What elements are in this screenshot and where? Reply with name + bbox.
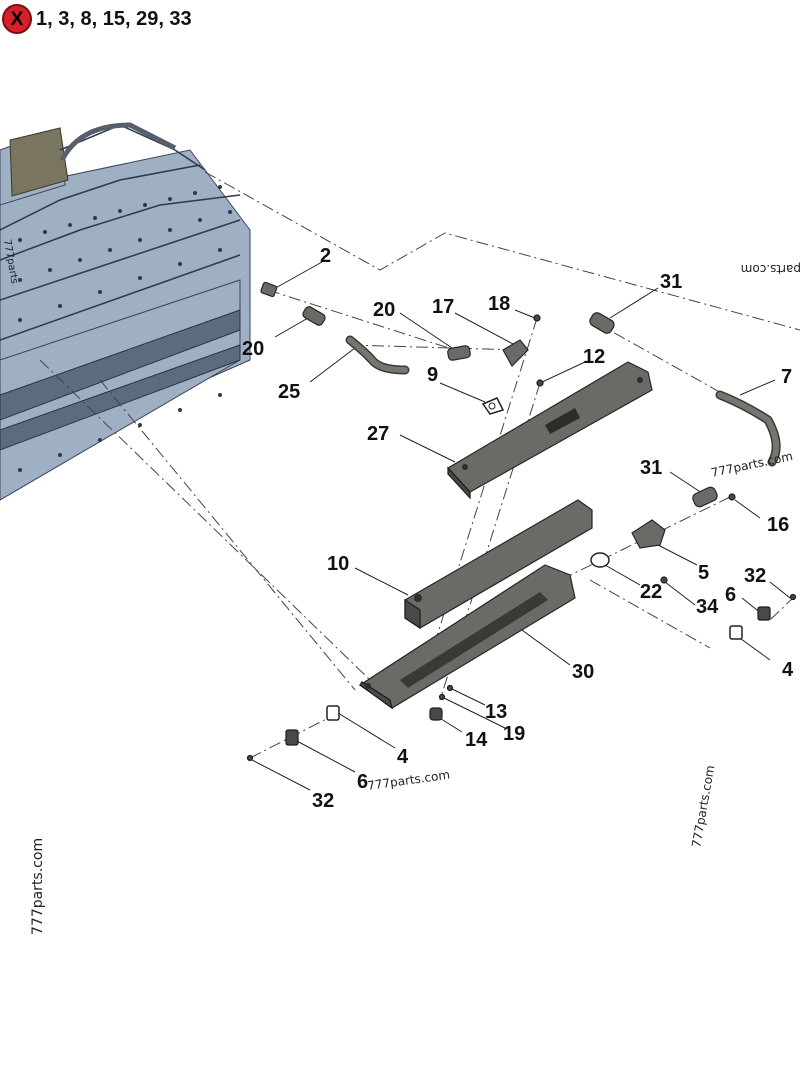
callout-14: 14 (465, 729, 488, 751)
part-7-tube (715, 390, 781, 467)
part-6-block-left (285, 729, 299, 746)
watermark-mid-right: 777parts.com (710, 449, 794, 480)
watermark-bottom-right: 777parts.com (689, 764, 717, 848)
x-circle-icon: X (2, 4, 32, 34)
callout-6-left: 6 (357, 771, 368, 793)
x-icon-glyph: X (10, 8, 24, 30)
part-27-cover (447, 361, 653, 500)
part-9-gasket (481, 397, 505, 415)
callout-25: 25 (278, 381, 300, 403)
watermark-bottom-center: 777parts.com (366, 768, 450, 793)
watermark-top-right: parts.com (741, 262, 800, 276)
part-17-elbow (502, 339, 529, 367)
part-18-bolt (533, 314, 541, 322)
callout-30: 30 (572, 661, 594, 683)
part-12-bolt (536, 379, 544, 387)
part-4-gasket-right (729, 625, 743, 640)
callout-34: 34 (696, 596, 719, 618)
part-30-housing (358, 564, 576, 710)
part-5-fitting (631, 519, 666, 549)
callout-4-right: 4 (782, 659, 794, 681)
callout-9: 9 (427, 364, 438, 386)
callout-27: 27 (367, 423, 389, 445)
callout-5: 5 (698, 562, 709, 584)
part-25-tube (345, 335, 410, 375)
part-32-bolt-right (789, 593, 797, 601)
callout-31-bottom: 31 (640, 457, 662, 479)
part-4-gasket-left (326, 705, 340, 721)
callout-32-right: 32 (744, 565, 766, 587)
callout-19: 19 (503, 723, 525, 745)
callout-4-left: 4 (397, 746, 409, 768)
watermark-left: 777parts.com (30, 838, 46, 935)
part-6-block-right (757, 606, 771, 621)
callout-16: 16 (767, 514, 789, 536)
callout-13: 13 (485, 701, 507, 723)
callout-7: 7 (781, 366, 792, 388)
part-20-hose-left (302, 306, 326, 326)
part-16-bolt (728, 493, 736, 501)
part-2-fitting (260, 281, 278, 298)
callout-10: 10 (327, 553, 349, 575)
callout-6-right: 6 (725, 584, 736, 606)
callout-32-left: 32 (312, 790, 334, 812)
part-32-bolt-left (246, 754, 254, 762)
excluded-parts-header: X 1, 3, 8, 15, 29, 33 (2, 4, 192, 34)
callout-31-top: 31 (660, 271, 682, 293)
callout-labels: 2 20 25 20 17 18 9 12 27 31 7 31 16 5 22… (242, 245, 794, 812)
callout-22: 22 (640, 581, 662, 603)
part-10-cooler (404, 499, 593, 630)
callout-12: 12 (583, 346, 605, 368)
part-31-hose-bottom (692, 486, 718, 508)
part-31-hose-top (589, 312, 615, 334)
part-34-bolt (660, 576, 668, 584)
callout-2: 2 (320, 245, 331, 267)
part-19-bolt (438, 693, 446, 701)
callout-17: 17 (432, 296, 454, 318)
engine-block (0, 122, 251, 501)
callout-20-left: 20 (242, 338, 264, 360)
part-20-hose-right (447, 345, 471, 361)
part-22-gasket (590, 552, 610, 568)
callout-20-right: 20 (373, 299, 395, 321)
part-14-plug (429, 707, 443, 721)
part-13-bolt (446, 684, 454, 692)
excluded-parts-list: 1, 3, 8, 15, 29, 33 (36, 7, 192, 30)
callout-18: 18 (488, 293, 510, 315)
